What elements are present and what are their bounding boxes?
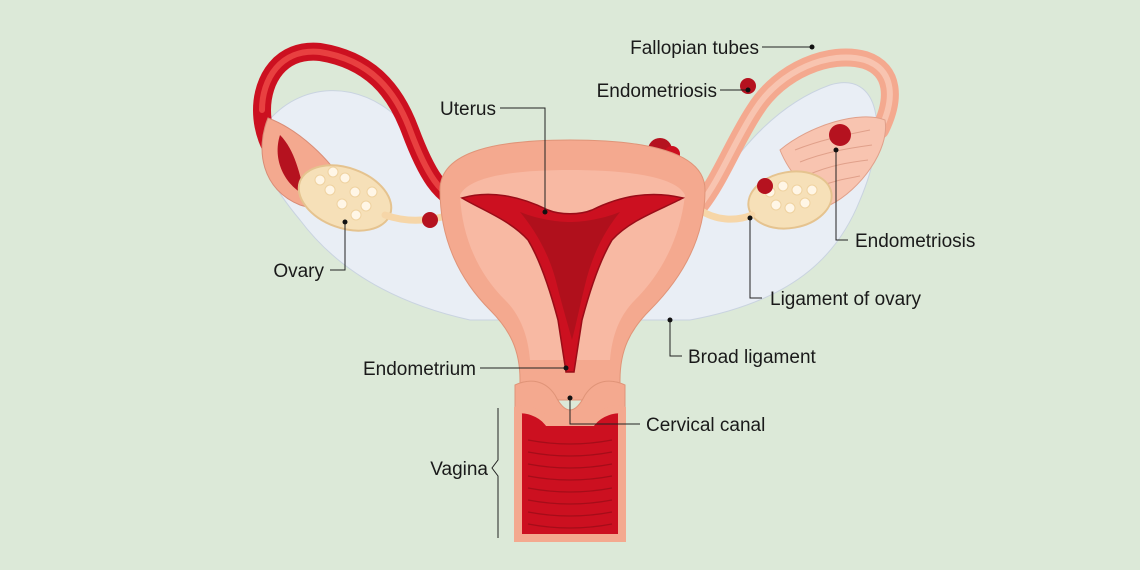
dot-ligament-of-ovary [747, 215, 753, 221]
label-cervical-canal: Cervical canal [646, 415, 765, 436]
left-endometriosis-lesion [422, 212, 438, 228]
label-uterus: Uterus [440, 99, 496, 120]
dot-ovary [342, 219, 348, 225]
endometriosis-lesion-ovary [757, 178, 773, 194]
label-vagina: Vagina [430, 459, 488, 480]
endometriosis-lesion-fimbriae [829, 124, 851, 146]
leader-endometriosis-right [835, 150, 848, 241]
dot-fallopian-tubes [809, 44, 815, 50]
dot-endometriosis-right [833, 147, 839, 153]
leader-ligament-of-ovary [749, 218, 762, 299]
dot-endometriosis-top [745, 87, 751, 93]
label-endometriosis-top: Endometriosis [597, 81, 717, 102]
label-ovary: Ovary [273, 261, 324, 282]
leader-broad-ligament [669, 320, 682, 357]
right-ovary-follicles [764, 180, 818, 214]
right-fallopian-tube-lumen [697, 54, 893, 208]
label-broad-ligament: Broad ligament [688, 347, 817, 368]
label-endometrium: Endometrium [363, 359, 476, 380]
endometrium-inner [520, 212, 620, 340]
vagina [514, 405, 626, 542]
right-ovary-ligament [696, 206, 756, 223]
dot-endometrium [563, 365, 569, 371]
vagina-rugae [527, 439, 613, 529]
dot-cervical-canal [567, 395, 573, 401]
dot-uterus [542, 209, 548, 215]
label-ligament-of-ovary: Ligament of ovary [770, 289, 922, 310]
label-fallopian-tubes: Fallopian tubes [630, 38, 759, 59]
leader-cervical-canal [569, 398, 640, 425]
left-ovary-follicles [314, 166, 378, 221]
left-fallopian-tube-lumen [259, 48, 473, 208]
label-endometriosis-right: Endometriosis [855, 231, 975, 252]
dot-broad-ligament [667, 317, 673, 323]
leader-uterus [500, 107, 546, 212]
leader-ovary [330, 222, 346, 271]
left-fimbriae-inner [277, 135, 305, 195]
leader-vagina [491, 408, 499, 538]
